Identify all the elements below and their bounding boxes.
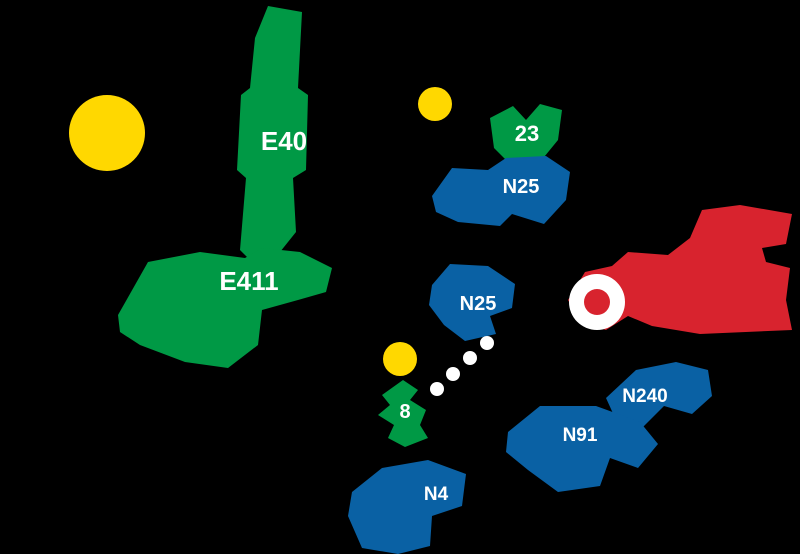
route-shield-n240: N240	[606, 362, 712, 428]
route-shield-e411: E411	[118, 248, 332, 368]
junction-circle-north	[418, 87, 452, 121]
route-n91-label: N91	[563, 425, 598, 446]
route-n91-shape	[506, 406, 658, 492]
route-dot	[446, 367, 460, 381]
route-shield-n4: N4	[348, 460, 466, 554]
route-dot	[480, 336, 494, 350]
route-23-shape	[490, 104, 562, 166]
route-e40-shape	[237, 6, 308, 262]
junction-circle-large	[69, 95, 145, 171]
route-shield-n91: N91	[506, 406, 658, 492]
route-shield-n25-central: N25	[429, 264, 515, 341]
route-e411-label: E411	[219, 266, 278, 296]
route-8-shape	[378, 380, 428, 447]
red-zone-area	[568, 205, 792, 334]
route-n4-shape	[348, 460, 466, 554]
city-marker-inner	[584, 289, 610, 315]
route-n25-central-label: N25	[460, 293, 497, 315]
junction-circle-central	[383, 342, 417, 376]
route-dot	[463, 351, 477, 365]
route-dot	[430, 382, 444, 396]
route-n240-label: N240	[622, 386, 667, 407]
route-shield-n25-north: N25	[432, 156, 570, 226]
route-shield-8: 8	[378, 380, 428, 447]
route-n240-shape	[606, 362, 712, 428]
route-n25-north-shape	[432, 156, 570, 226]
route-23-label: 23	[515, 121, 539, 146]
route-e40-label: E40	[261, 126, 307, 156]
route-n25-north-label: N25	[503, 176, 540, 198]
dotted-route-path	[430, 336, 494, 396]
route-8-label: 8	[399, 401, 410, 423]
route-n25-central-shape	[429, 264, 515, 341]
route-n4-label: N4	[424, 484, 449, 505]
route-shield-23: 23	[490, 104, 562, 166]
route-shield-e40: E40	[237, 6, 308, 262]
route-e411-shape	[118, 248, 332, 368]
